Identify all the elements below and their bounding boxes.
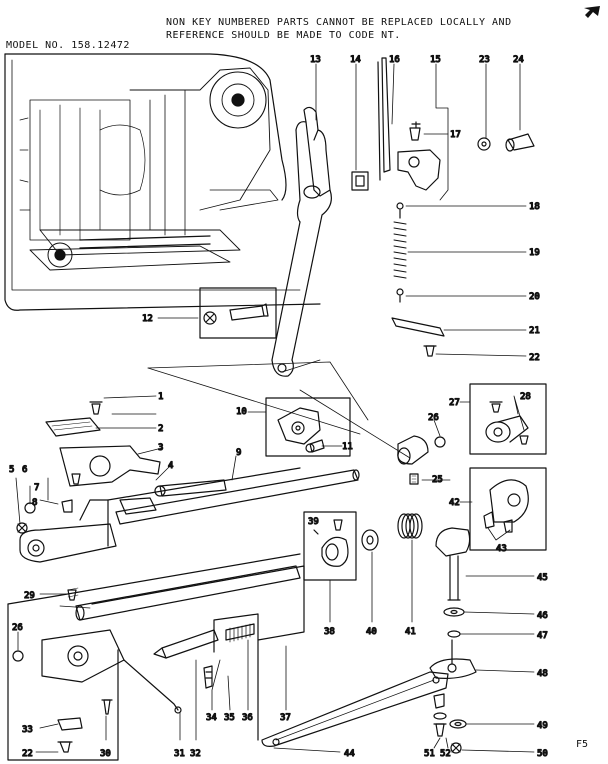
parts-note-line-1: NON KEY NUMBERED PARTS CANNOT BE REPLACE… bbox=[166, 17, 512, 28]
feed-bar-part bbox=[261, 671, 449, 747]
machine-overview-illustration bbox=[4, 53, 321, 311]
callout-24: 24 bbox=[513, 55, 524, 65]
callout-5: 5 bbox=[9, 465, 14, 475]
callout-8: 8 bbox=[32, 498, 37, 508]
callout-51: 51 bbox=[424, 749, 435, 759]
callout-numbers: 13 14 16 15 23 24 17 18 19 20 21 22 12 1… bbox=[8, 54, 548, 759]
callout-47: 47 bbox=[537, 631, 548, 641]
callout-15: 15 bbox=[430, 55, 441, 65]
tension-assembly bbox=[397, 383, 547, 485]
lever-arm-part bbox=[271, 106, 332, 377]
callout-26-mid: 26 bbox=[428, 413, 439, 423]
callout-22-low: 22 bbox=[22, 749, 33, 759]
leader-lines bbox=[59, 359, 411, 609]
callout-25: 25 bbox=[432, 475, 443, 485]
callout-21: 21 bbox=[529, 326, 540, 336]
callout-7: 7 bbox=[34, 483, 39, 493]
callout-34: 34 bbox=[206, 713, 217, 723]
pin-rod-part bbox=[153, 629, 219, 659]
callout-2: 2 bbox=[158, 424, 163, 434]
callout-26-low: 26 bbox=[12, 623, 23, 633]
presser-bar-assembly bbox=[351, 57, 535, 357]
parts-note-line-2: REFERENCE SHOULD BE MADE TO CODE NT. bbox=[166, 30, 401, 41]
callout-50: 50 bbox=[537, 749, 548, 759]
callout-39: 39 bbox=[308, 517, 319, 527]
callout-42: 42 bbox=[449, 498, 460, 508]
callout-18: 18 bbox=[529, 202, 540, 212]
callout-4: 4 bbox=[168, 461, 173, 471]
callout-48: 48 bbox=[537, 669, 548, 679]
callout-11: 11 bbox=[342, 442, 353, 452]
callout-40: 40 bbox=[366, 627, 377, 637]
lower-shaft-frame bbox=[7, 553, 305, 761]
callout-43: 43 bbox=[496, 544, 507, 554]
part-38-box bbox=[303, 511, 357, 581]
callout-31: 31 bbox=[174, 749, 185, 759]
spring-washer-parts bbox=[361, 513, 423, 551]
callout-36: 36 bbox=[242, 713, 253, 723]
corner-arrow-icon bbox=[584, 6, 600, 18]
callout-29: 29 bbox=[24, 591, 35, 601]
callout-41: 41 bbox=[405, 627, 416, 637]
callout-37: 37 bbox=[280, 713, 291, 723]
figure-code: F5 bbox=[575, 739, 588, 750]
callout-46: 46 bbox=[537, 611, 548, 621]
callout-28: 28 bbox=[520, 392, 531, 402]
callout-35: 35 bbox=[224, 713, 235, 723]
callout-17: 17 bbox=[450, 130, 461, 140]
stitch-control-parts bbox=[429, 527, 477, 754]
callout-33: 33 bbox=[22, 725, 33, 735]
part-12-box bbox=[199, 287, 277, 339]
callout-22-top: 22 bbox=[529, 353, 540, 363]
model-number: MODEL NO. 158.12472 bbox=[6, 40, 130, 51]
callout-30: 30 bbox=[100, 749, 111, 759]
callout-14: 14 bbox=[350, 55, 361, 65]
part-34-36-box bbox=[203, 613, 259, 689]
main-shaft-part bbox=[107, 467, 360, 525]
callout-12: 12 bbox=[142, 314, 153, 324]
callout-leaders bbox=[15, 63, 535, 753]
callout-13: 13 bbox=[310, 55, 321, 65]
part-10-box bbox=[265, 397, 351, 457]
callout-45: 45 bbox=[537, 573, 548, 583]
callout-3: 3 bbox=[158, 443, 163, 453]
callout-32: 32 bbox=[190, 749, 201, 759]
callout-38: 38 bbox=[324, 627, 335, 637]
callout-44: 44 bbox=[344, 749, 355, 759]
callout-9: 9 bbox=[236, 448, 241, 458]
callout-1: 1 bbox=[158, 392, 163, 402]
callout-16: 16 bbox=[389, 55, 400, 65]
callout-20: 20 bbox=[529, 292, 540, 302]
part-42-box bbox=[469, 467, 547, 551]
callout-49: 49 bbox=[537, 721, 548, 731]
callout-27: 27 bbox=[449, 398, 460, 408]
callout-23: 23 bbox=[479, 55, 490, 65]
callout-10: 10 bbox=[236, 407, 247, 417]
callout-52: 52 bbox=[440, 749, 451, 759]
callout-19: 19 bbox=[529, 248, 540, 258]
callout-6: 6 bbox=[22, 465, 27, 475]
